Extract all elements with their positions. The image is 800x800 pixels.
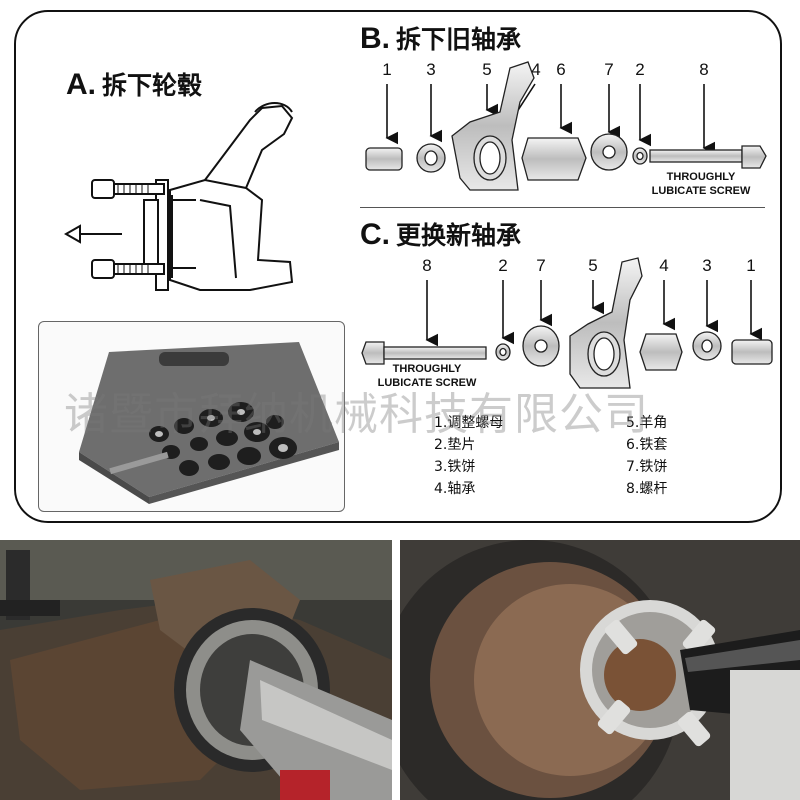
legend-right: 5.羊角 6.铁套 7.铁饼 8.螺杆 [626,412,667,500]
section-c-letter: C. [360,218,390,251]
section-a-letter: A. [66,68,96,101]
legend-item-6: 6.铁套 [626,437,668,453]
section-a-heading: A.拆下轮毂 [66,66,202,102]
callout-b-7: 7 [604,60,614,79]
tool-kit-case-drawing [79,342,339,504]
section-c-title: 更换新轴承 [396,221,522,250]
screw-label-c-line1: THROUGHLY [392,363,462,375]
callout-c-4: 4 [659,256,669,275]
callout-c-1: 1 [746,256,756,275]
photo-bearing-removal [0,540,392,800]
legend-item-2: 2.垫片 [434,437,476,453]
screw-label-c-line2: LUBICATE SCREW [377,377,477,389]
legend-item-5: 5.羊角 [626,415,668,431]
callout-c-5: 5 [588,256,598,275]
screw-label-b-line1: THROUGHLY [666,171,736,183]
callout-c-2: 2 [498,256,508,275]
company-watermark: 诸暨市拜纳机械科技有限公司 [64,389,649,440]
callout-b-8: 8 [699,60,709,79]
legend-item-7: 7.铁饼 [626,459,668,475]
tool-kit-photo [38,321,345,512]
callout-c-8: 8 [422,256,432,275]
callout-c-7: 7 [536,256,546,275]
section-b-heading: B.拆下旧轴承 [360,20,521,56]
photo-hub-installation-scene [400,540,800,800]
section-b-title: 拆下旧轴承 [396,25,522,54]
legend-item-1: 1.调整螺母 [434,415,504,431]
callout-b-5: 5 [482,60,492,79]
legend-item-4: 4.轴承 [434,481,476,497]
section-a-title: 拆下轮毂 [102,71,203,100]
section-c-heading: C.更换新轴承 [360,216,521,252]
callout-b-3: 3 [426,60,436,79]
legend-left: 1.调整螺母 2.垫片 3.铁饼 4.轴承 [434,412,503,500]
screw-label-b-line2: LUBICATE SCREW [651,185,751,197]
photo-hub-installation [400,540,800,800]
section-b-letter: B. [360,22,390,55]
screw-label-b: THROUGHLY LUBICATE SCREW [638,170,764,198]
photo-bearing-removal-scene [0,540,392,800]
callout-b-2: 2 [635,60,645,79]
screw-label-c: THROUGHLY LUBICATE SCREW [364,362,490,390]
callout-c-3: 3 [702,256,712,275]
section-divider [360,207,765,208]
legend-item-8: 8.螺杆 [626,481,668,497]
callout-b-4: 4 [531,60,541,79]
callout-b-1: 1 [382,60,392,79]
callout-b-6: 6 [556,60,566,79]
legend-item-3: 3.铁饼 [434,459,476,475]
